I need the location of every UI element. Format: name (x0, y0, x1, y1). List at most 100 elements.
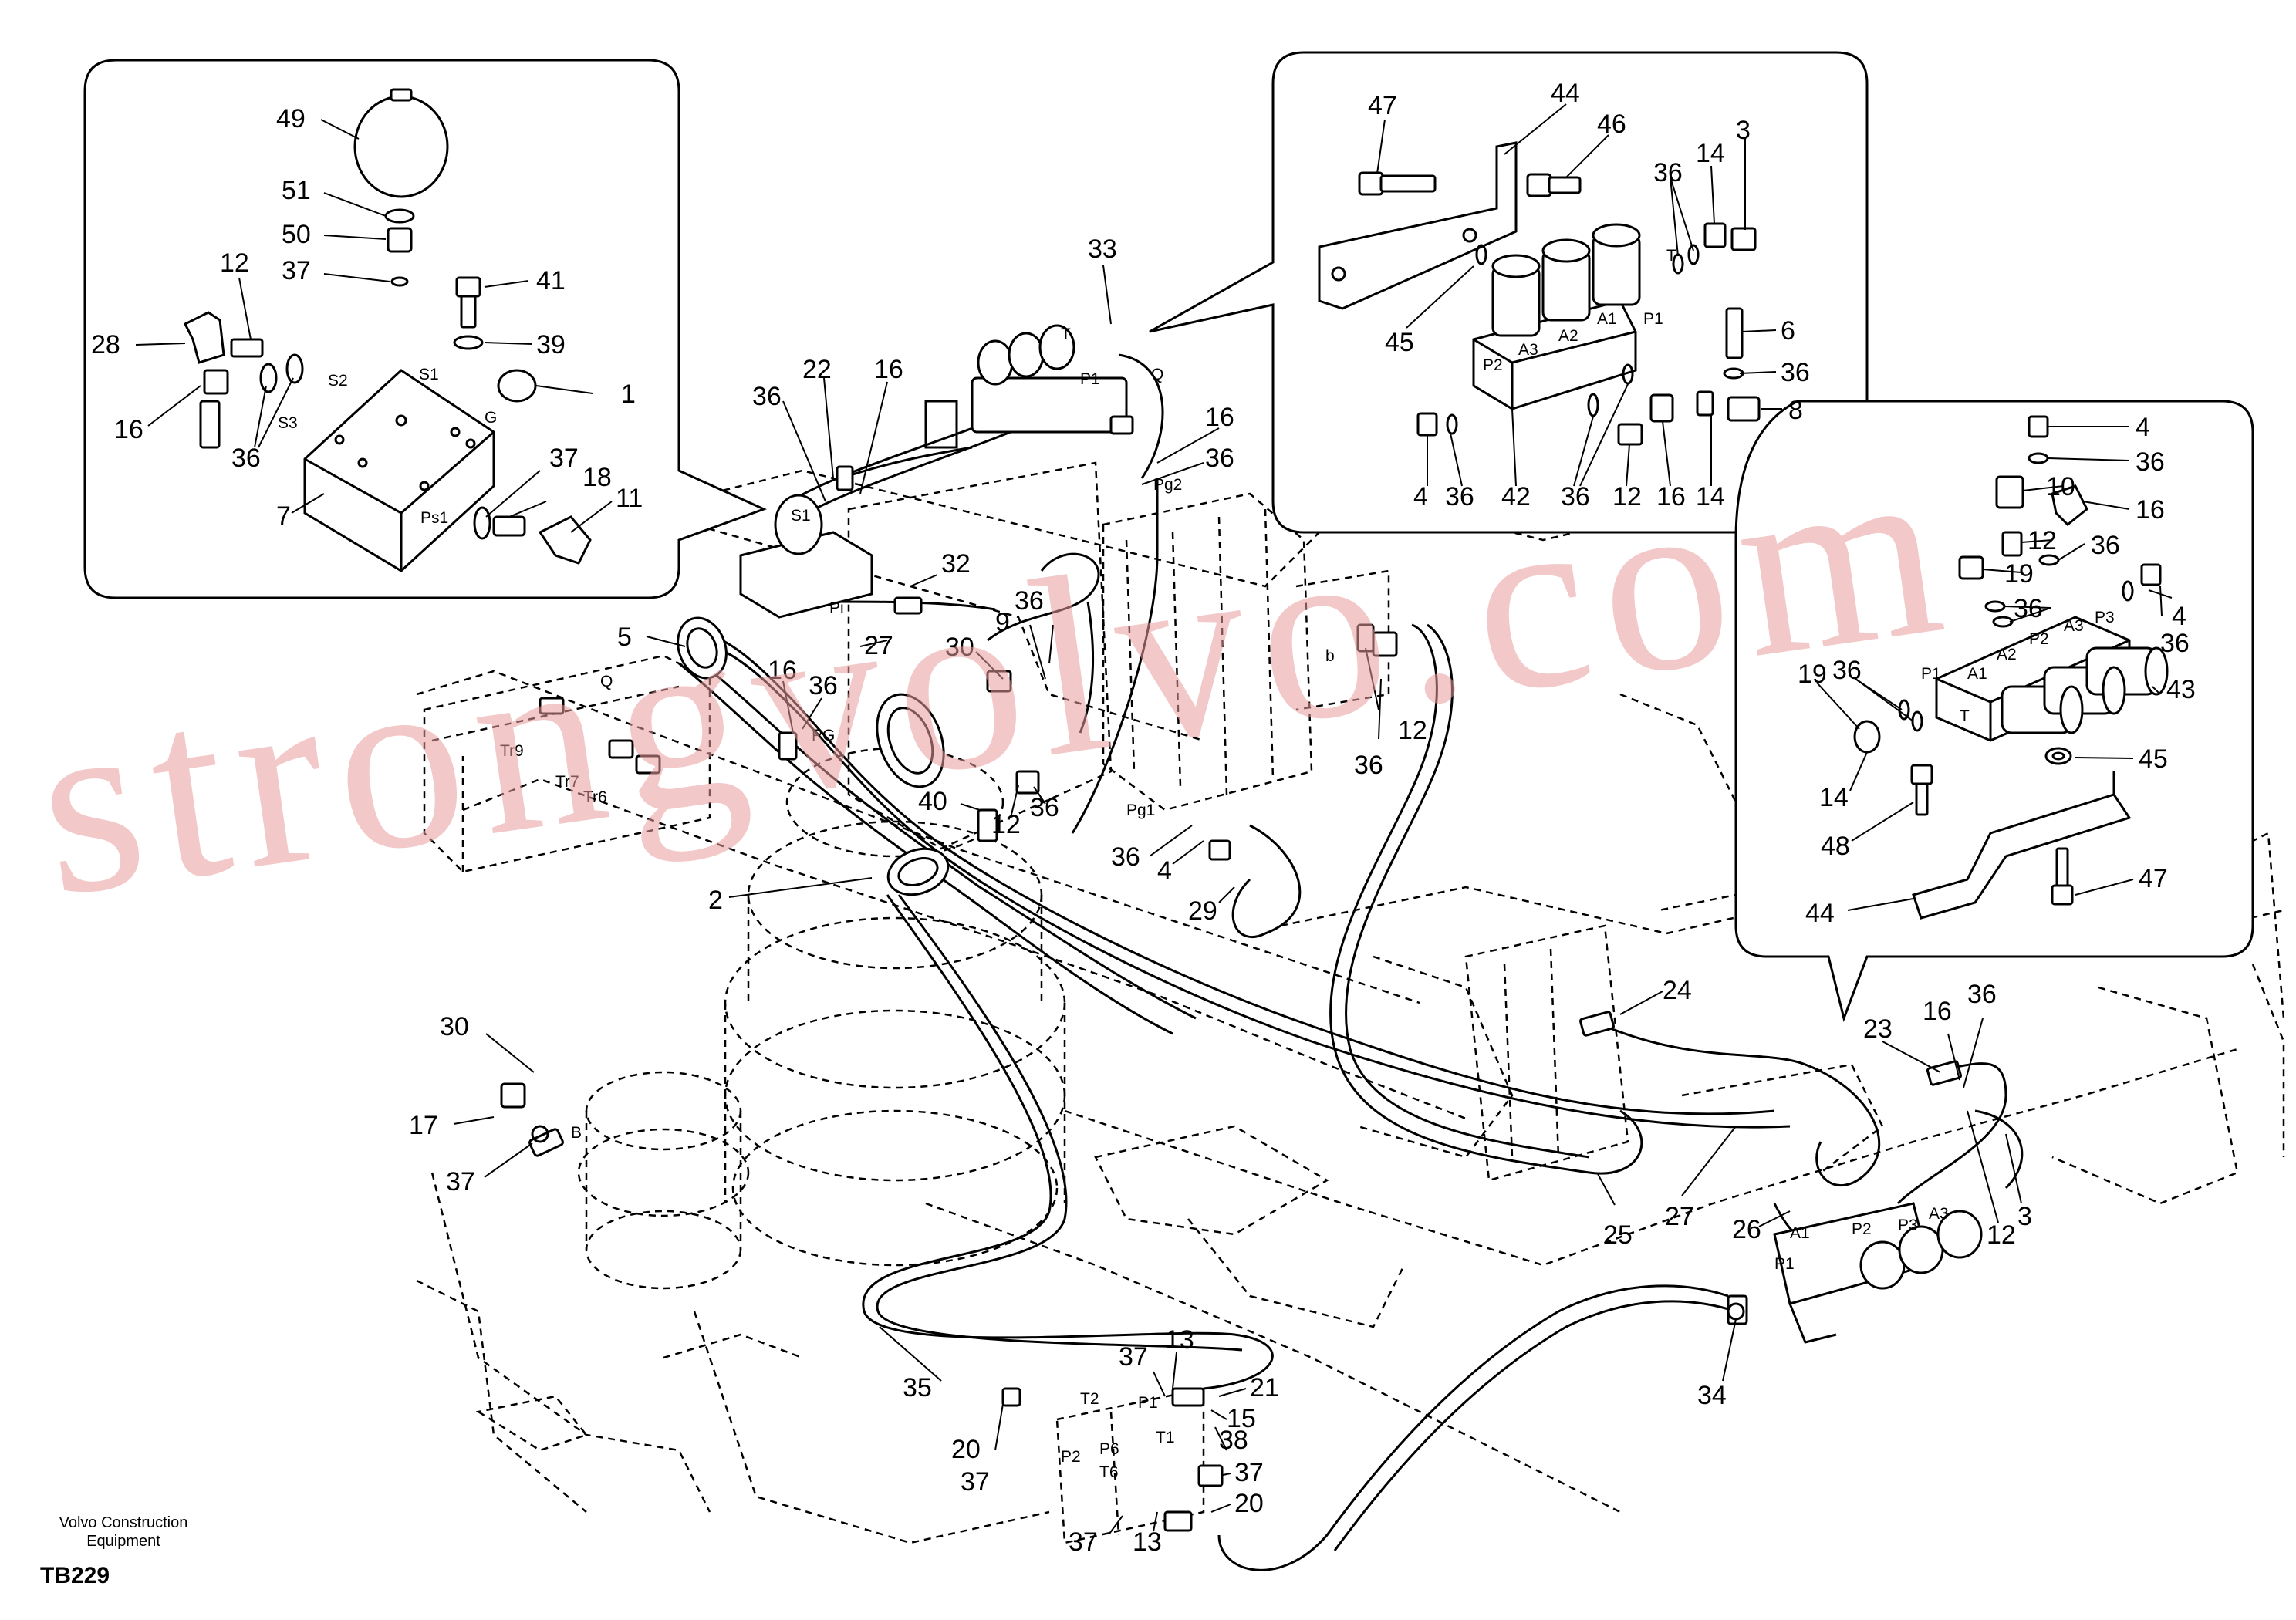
callout-number: 14 (1696, 139, 1725, 168)
port-label: P6 (1099, 1440, 1119, 1458)
callout-number: 50 (282, 220, 311, 249)
callouts-inset3: 4 36 10 16 12 19 36 36 4 36 36 19 43 14 … (1798, 413, 2196, 928)
callout-number: 38 (1219, 1426, 1248, 1455)
callout-number: 12 (2028, 526, 2057, 555)
port-label: B (571, 1124, 582, 1142)
figure-code: TB229 (40, 1563, 110, 1588)
port-label: A1 (1597, 310, 1617, 328)
callout-number: 36 (809, 671, 838, 700)
solenoid-valve-main (924, 324, 1128, 449)
callout-number: 4 (1413, 482, 1428, 511)
port-label: b (1325, 647, 1335, 665)
callout-number: 36 (1561, 482, 1590, 511)
port-label: S2 (328, 372, 348, 390)
callout-number: 12 (220, 248, 249, 278)
callouts-main: 30 17 37 5 2 22 16 36 33 16 36 32 27 16 … (409, 235, 2032, 1557)
callout-number: 36 (1111, 842, 1140, 872)
callout-number: 34 (1697, 1381, 1727, 1410)
callout-number: 16 (1923, 997, 1952, 1026)
port-label: S1 (419, 366, 439, 383)
callout-number: 24 (1663, 976, 1692, 1005)
callout-number: 36 (1030, 793, 1059, 822)
callout-number: 12 (1612, 482, 1642, 511)
callout-number: 37 (446, 1167, 475, 1196)
callout-number: 33 (1088, 235, 1117, 264)
port-label: A2 (1558, 327, 1578, 345)
callout-number: 9 (995, 608, 1010, 637)
callout-number: 36 (1653, 158, 1683, 187)
callout-number: 22 (802, 355, 832, 384)
port-label: Pg2 (1153, 476, 1182, 494)
inset1-parts (183, 88, 592, 572)
callout-number: 10 (2046, 472, 2075, 501)
callout-number: 47 (1368, 91, 1397, 120)
callout-number: 18 (582, 463, 612, 492)
callout-number: 36 (1445, 482, 1474, 511)
callout-number: 4 (2172, 602, 2186, 631)
callout-number: 17 (409, 1111, 438, 1140)
accumulator-block-main (739, 494, 873, 619)
port-label: PG (812, 727, 835, 744)
swing-motor-outline (724, 747, 1066, 1267)
port-label: Pi (829, 599, 844, 617)
port-label: P1 (1138, 1394, 1158, 1412)
callout-number: 44 (1551, 79, 1580, 108)
port-label: A3 (1518, 341, 1538, 359)
callout-number: 20 (951, 1435, 981, 1464)
callout-number: 23 (1863, 1014, 1893, 1044)
callout-number: 36 (752, 382, 782, 411)
callout-number: 4 (2136, 413, 2150, 442)
solenoid-valve-right-main (1773, 1202, 1983, 1344)
port-label: P2 (2029, 630, 2049, 648)
callout-number: 14 (1696, 482, 1725, 511)
callout-number: 47 (2139, 864, 2168, 893)
port-label: P1 (1921, 665, 1941, 683)
leader-lines (135, 103, 2173, 1534)
callout-number: 2 (708, 886, 723, 915)
port-label: T2 (1080, 1390, 1099, 1408)
callout-number: 6 (1781, 316, 1795, 346)
callout-number: 39 (536, 330, 566, 359)
callout-number: 13 (1133, 1527, 1162, 1557)
callout-number: 16 (114, 415, 144, 444)
callout-number: 37 (1234, 1458, 1264, 1487)
callout-number: 37 (1069, 1527, 1098, 1557)
callout-number: 5 (617, 623, 632, 652)
callout-number: 29 (1188, 896, 1217, 926)
footer-credit: Volvo Construction Equipment TB229 (40, 1514, 187, 1588)
grommets (677, 616, 950, 896)
callout-number: 27 (864, 631, 893, 660)
callout-number: 36 (2160, 629, 2190, 658)
company-name-line1: Volvo Construction (59, 1514, 188, 1531)
callout-number: 36 (231, 444, 261, 473)
port-label: Tr7 (555, 773, 579, 791)
callout-number: 16 (1205, 403, 1234, 432)
swing-gear-outline (577, 1071, 750, 1290)
callout-number: 45 (2139, 744, 2168, 774)
callout-number: 12 (991, 810, 1021, 839)
port-label: T (1061, 326, 1071, 343)
callout-number: 3 (1736, 116, 1751, 145)
port-label: P3 (1898, 1217, 1918, 1234)
callout-number: 19 (1798, 660, 1827, 689)
control-valve-outline (847, 461, 1390, 850)
callout-number: 36 (1015, 586, 1044, 616)
port-label: T (1960, 707, 1970, 725)
callout-number: 21 (1250, 1373, 1279, 1402)
callout-number: 37 (549, 444, 579, 473)
callout-number: 36 (2014, 594, 2043, 623)
port-label: A3 (2064, 617, 2084, 635)
callout-number: 11 (616, 484, 643, 513)
port-label: G (485, 409, 497, 427)
callout-number: 14 (1819, 783, 1849, 812)
callout-number: 35 (903, 1373, 932, 1402)
port-label: Q (1151, 366, 1163, 383)
port-label: Tr9 (500, 742, 524, 760)
callout-number: 7 (276, 501, 291, 531)
callout-number: 25 (1603, 1220, 1633, 1250)
hose-lines (678, 353, 2024, 1571)
callout-number: 51 (282, 176, 311, 205)
port-label: A3 (1929, 1205, 1949, 1223)
port-label: T6 (1099, 1463, 1119, 1481)
